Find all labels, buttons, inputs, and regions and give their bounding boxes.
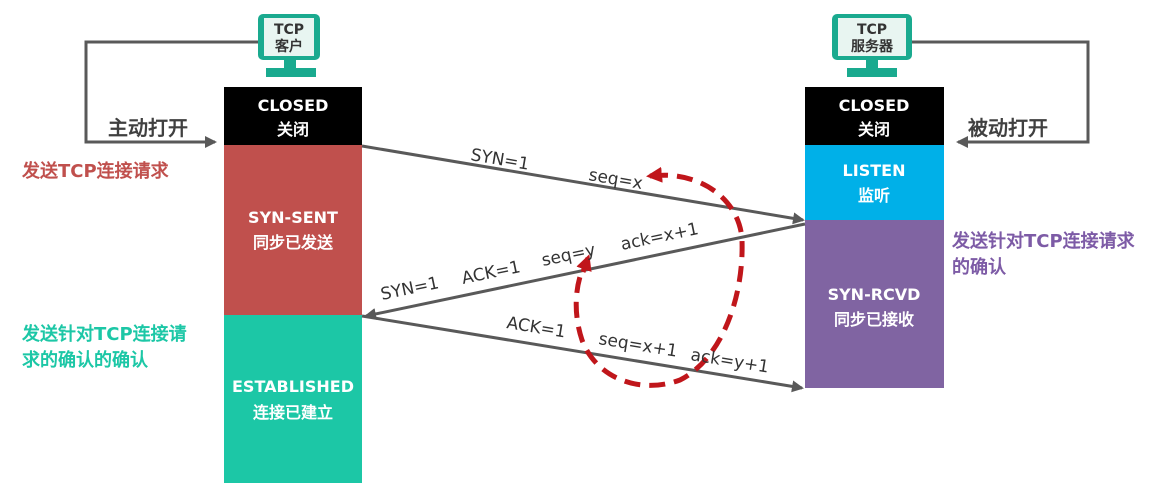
server-state-column: CLOSED 关闭 LISTEN 监听 SYN-RCVD 同步已接收 [805,87,944,388]
ack-ack-label: ACK=1 [505,313,567,342]
client-state-1-cn: 关闭 [277,120,309,139]
client-state-3-name: ESTABLISHED [232,377,354,396]
server-monitor-label-1: TCP [857,22,887,38]
seq-ack-relation-loop [573,172,745,388]
client-monitor-icon: TCP 客户 [258,14,320,77]
synack-syn-label: SYN=1 [379,273,441,305]
server-monitor-icon: TCP 服务器 [832,14,912,77]
server-state-3-name: SYN-RCVD [828,285,921,304]
server-closed-box [805,87,944,145]
server-action-label: 被动打开 [968,116,1048,140]
loop-arrowhead-top [646,166,663,183]
server-state-3-cn: 同步已接收 [834,310,914,329]
loop-arrowhead-mid [576,254,592,273]
server-monitor-label-2: 服务器 [851,38,894,55]
client-state-column: CLOSED 关闭 SYN-SENT 同步已发送 ESTABLISHED 连接已… [224,87,362,483]
client-state-3-cn: 连接已建立 [253,403,333,422]
client-note-line-2: 求的确认的确认 [22,349,149,371]
server-state-2-cn: 监听 [858,186,890,205]
ack-arrow [361,314,804,393]
client-established-box [224,315,362,483]
client-monitor-label-2: 客户 [274,38,303,55]
server-open-arrow [912,40,1090,148]
client-note-line-1: 发送针对TCP连接请 [21,323,187,345]
syn-arrow [361,144,805,225]
client-state-1-name: CLOSED [258,96,329,115]
server-note-line-2: 的确认 [952,256,1007,278]
client-state-2-cn: 同步已发送 [253,233,334,252]
syn-seq-label: seq=x [587,165,644,194]
client-closed-box [224,87,362,145]
synack-seq-label: seq=y [540,240,597,271]
server-listen-box [805,145,944,220]
server-note-line-1: 发送针对TCP连接请求 [951,230,1136,252]
client-action-label: 主动打开 [108,116,188,140]
server-state-2-name: LISTEN [843,161,906,180]
client-open-arrow [84,40,258,148]
client-syn-sent-box [224,145,362,315]
client-state-2-name: SYN-SENT [248,208,338,227]
server-state-1-name: CLOSED [839,96,910,115]
client-monitor-label-1: TCP [274,22,304,38]
server-syn-rcvd-box [805,220,944,388]
client-note-send-syn: 发送TCP连接请求 [21,160,170,182]
server-state-1-cn: 关闭 [858,120,890,139]
